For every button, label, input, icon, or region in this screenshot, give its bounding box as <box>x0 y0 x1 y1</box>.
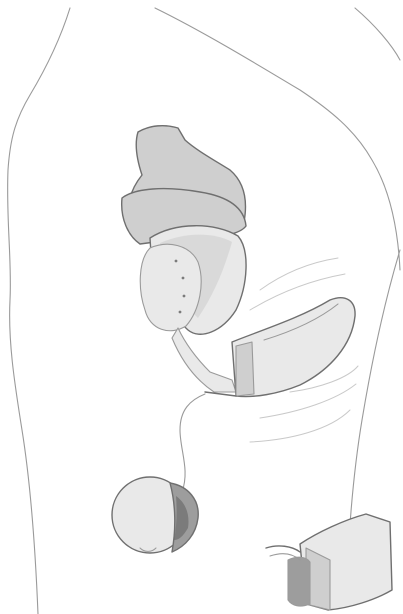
driveline-cable <box>180 392 236 492</box>
battery-pack <box>266 514 392 610</box>
controller-unit <box>112 477 198 553</box>
outflow-graft <box>172 328 236 392</box>
heart-shape <box>122 126 246 335</box>
pump-device <box>232 298 355 397</box>
